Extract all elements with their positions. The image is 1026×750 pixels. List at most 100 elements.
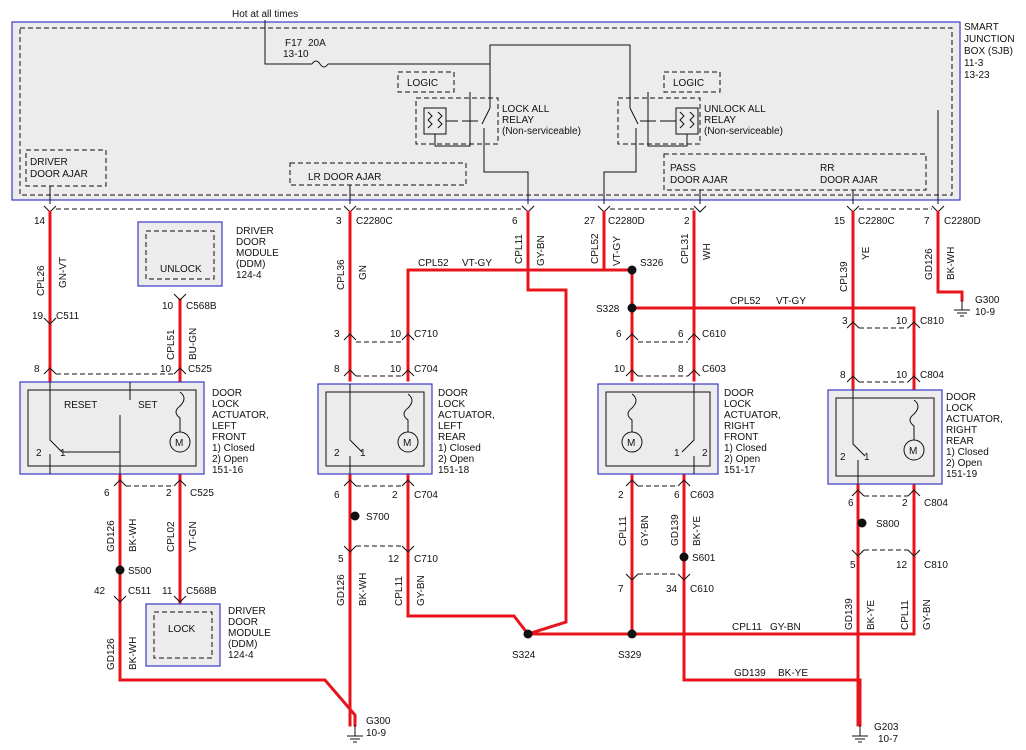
c568b-bot-pin: 11 <box>162 586 173 597</box>
rf-title-6: 1) Closed <box>724 443 767 454</box>
rr-title-7: 2) Open <box>946 458 982 469</box>
c704-bot-chevrons <box>343 479 415 487</box>
fuse-bus-line <box>328 44 631 92</box>
c710-bot-chevrons <box>343 545 415 553</box>
fuse-id: F17 <box>285 38 303 49</box>
splice-s700 <box>350 511 360 521</box>
logic-right-label: LOGIC <box>673 78 704 89</box>
conn-c2280d-unlock: C2280D <box>608 216 645 227</box>
c704-top-label: C704 <box>414 364 438 375</box>
ddm-unlock-title-4: (DDM) <box>236 259 265 270</box>
ddm-unlock-title-5: 124-4 <box>236 270 262 281</box>
rf-title-2: LOCK <box>724 399 752 410</box>
lock-relay-output <box>483 150 529 204</box>
c610-bot-pin-r: 34 <box>666 584 678 595</box>
fuse-ref: 13-10 <box>283 49 309 60</box>
wire-gd126-a: GD126 <box>106 520 117 552</box>
rr-title-1: DOOR <box>946 392 976 403</box>
pass-ajar-line-2: DOOR AJAR <box>670 175 728 186</box>
c710-bot-pin-r: 12 <box>388 554 400 565</box>
c704-bot-pin-l: 6 <box>334 490 340 501</box>
c810-bot-label: C810 <box>924 560 948 571</box>
c804-top-chevrons <box>846 375 921 383</box>
wire-gd126-top: GD126 <box>924 248 935 280</box>
c525-bot-pin-r: 2 <box>166 488 172 499</box>
smart-junction-box <box>11 21 961 201</box>
rr-switch-2: 2 <box>840 452 846 463</box>
wire-cpl11-h-color: GY-BN <box>770 622 801 633</box>
wire-gd139-h-color: BK-YE <box>778 668 808 679</box>
c810-bot-pin-l: 5 <box>850 560 856 571</box>
lr-title-4: LEFT <box>438 421 462 432</box>
c804-top-pin-l: 8 <box>840 370 846 381</box>
splice-s601 <box>679 552 689 562</box>
c525-bot-label: C525 <box>190 488 214 499</box>
rf-switch <box>681 384 695 474</box>
rf-switch-2: 2 <box>702 448 708 459</box>
wire-gd139-rf: GD139 <box>670 514 681 546</box>
wire-cpl11-h: CPL11 <box>732 622 762 633</box>
c810-bot-pin-r: 12 <box>896 560 908 571</box>
c511-c568b-chevrons <box>113 595 187 603</box>
wire-cpl11-rr: CPL11 <box>900 600 911 630</box>
sjb-internal-drops <box>49 110 939 204</box>
lr-switch-2: 2 <box>334 448 340 459</box>
ddm-unlock-box <box>137 221 223 287</box>
pin-2: 2 <box>684 216 690 227</box>
wire-cpl36-color: GN <box>358 265 369 280</box>
ddm-unlock-title-2: DOOR <box>236 237 266 248</box>
lf-title-7: 2) Open <box>212 454 248 465</box>
c810-bot-chevrons <box>851 549 921 557</box>
c610-bot-chevrons <box>625 573 691 581</box>
wire-cpl02-color: VT-GN <box>188 521 199 552</box>
c610-top-label: C610 <box>702 329 726 340</box>
conn-c2280d-ground: C2280D <box>944 216 981 227</box>
rr-switch <box>852 390 866 484</box>
wire-cpl51: CPL51 <box>166 329 177 360</box>
rr-switch-1: 1 <box>864 452 870 463</box>
rr-title-8: 151-19 <box>946 469 978 480</box>
rr-title-2: LOCK <box>946 403 974 414</box>
pass-rr-door-ajar-box <box>663 153 927 191</box>
c603-top-chevrons <box>625 369 701 377</box>
wire-gd126-b: GD126 <box>106 638 117 670</box>
pin-27: 27 <box>584 216 596 227</box>
lf-title-6: 1) Closed <box>212 443 255 454</box>
ddm-lock-title-3: MODULE <box>228 628 271 639</box>
c610-top-pin-r: 6 <box>678 329 684 340</box>
c804-bot-chevrons <box>851 489 921 497</box>
driver-door-ajar-box <box>25 149 107 187</box>
sjb-inner-dashed-box <box>19 27 953 196</box>
pin-6: 6 <box>512 216 518 227</box>
lr-motor-label: M <box>403 438 411 449</box>
c810-top-pin-r: 10 <box>896 316 908 327</box>
wire-gd139-rr: GD139 <box>844 598 855 630</box>
rf-title-1: DOOR <box>724 388 754 399</box>
ddm-lock-title-1: DRIVER <box>228 606 266 617</box>
c610-bot-pin-l: 7 <box>618 584 624 595</box>
rr-motor-label: M <box>909 446 917 457</box>
rr-actuator-inner <box>835 397 935 477</box>
pin-15: 15 <box>834 216 846 227</box>
ground-g300-top-ref: 10-9 <box>975 307 995 318</box>
c525-top-label: C525 <box>188 364 212 375</box>
lr-title-5: REAR <box>438 432 466 443</box>
lr-title-7: 2) Open <box>438 454 474 465</box>
logic-box-right <box>663 71 721 93</box>
wire-cpl11-top-color: GY-BN <box>536 235 547 266</box>
wire-gd139-h: GD139 <box>734 668 766 679</box>
lr-door-ajar-box <box>289 162 467 186</box>
splice-s800-label: S800 <box>876 519 900 530</box>
lf-title-4: LEFT <box>212 421 236 432</box>
rr-actuator-box <box>827 389 943 485</box>
rr-ajar-line-2: DOOR AJAR <box>820 175 878 186</box>
lf-title-5: FRONT <box>212 432 246 443</box>
c704-bot-label: C704 <box>414 490 438 501</box>
c804-bot-pin-l: 6 <box>848 498 854 509</box>
lf-switch-1: 1 <box>60 448 66 459</box>
conn-c2280c-rr: C2280C <box>858 216 895 227</box>
rf-title-3: ACTUATOR, <box>724 410 781 421</box>
c603-bot-label: C603 <box>690 490 714 501</box>
wire-cpl52-h1-color: VT-GY <box>462 258 492 269</box>
